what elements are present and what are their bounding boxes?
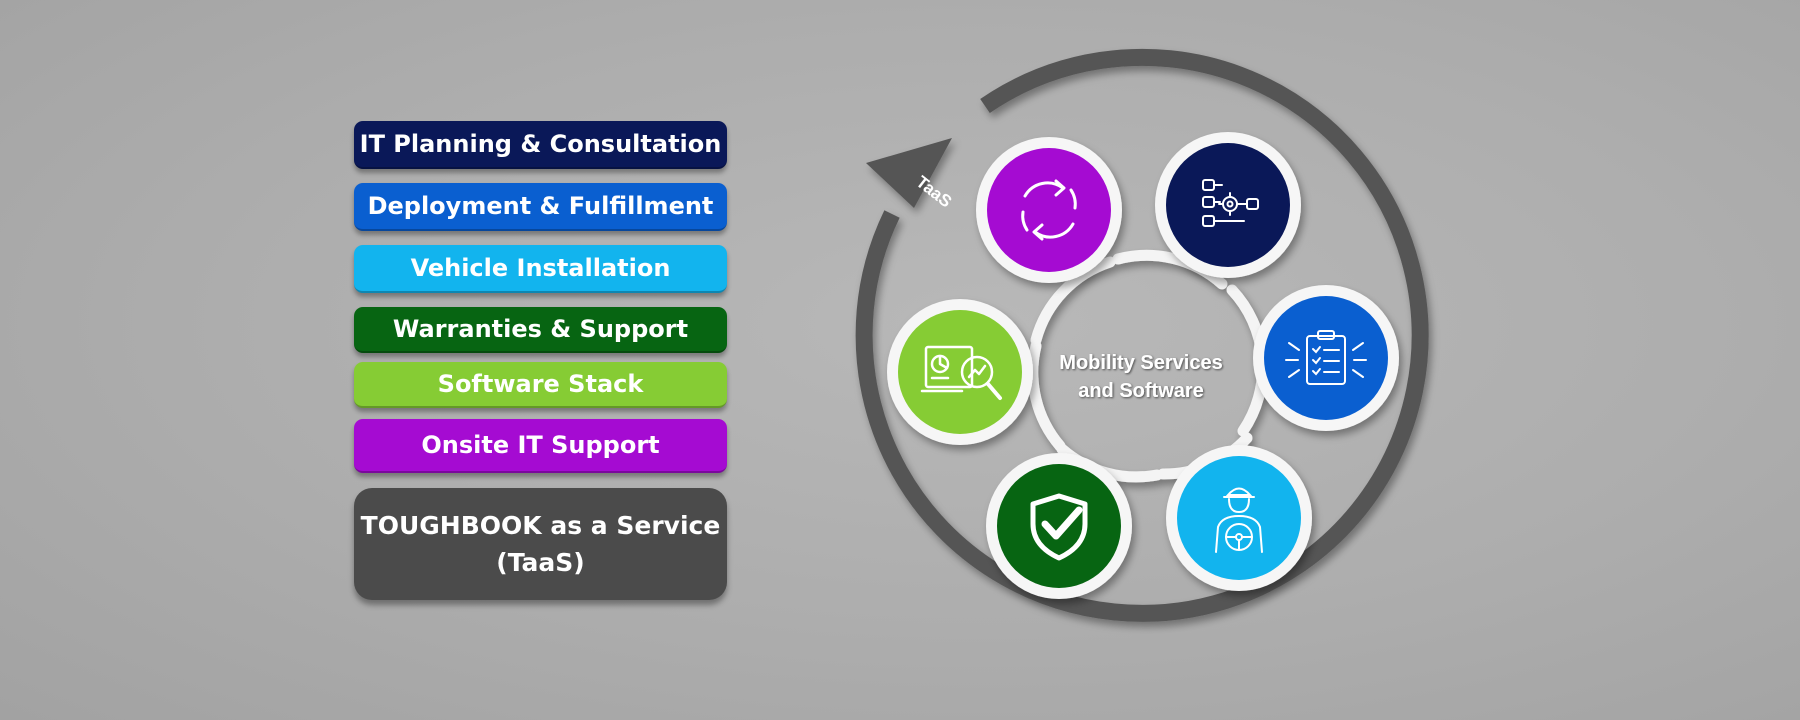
service-pill-label: Software Stack bbox=[437, 370, 644, 398]
service-pill-vehicle-installation: Vehicle Installation bbox=[354, 245, 727, 293]
taas-box: TOUGHBOOK as a Service (TaaS) bbox=[354, 488, 727, 600]
service-pill-label: Warranties & Support bbox=[392, 315, 689, 343]
process-gear-icon bbox=[1202, 179, 1259, 227]
service-pill-warranties: Warranties & Support bbox=[354, 307, 727, 353]
taas-line2: (TaaS) bbox=[496, 548, 585, 577]
center-line1: Mobility Services bbox=[1059, 352, 1222, 374]
it-planning-node bbox=[1155, 132, 1301, 278]
service-pill-label: Vehicle Installation bbox=[410, 254, 671, 282]
service-pill-label: IT Planning & Consultation bbox=[359, 130, 722, 158]
service-pill-onsite-support: Onsite IT Support bbox=[354, 419, 727, 473]
software-stack-node bbox=[887, 299, 1033, 445]
center-line2: and Software bbox=[1078, 380, 1204, 402]
refresh-cycle-icon bbox=[1021, 179, 1077, 241]
taas-line1: TOUGHBOOK as a Service bbox=[360, 511, 721, 540]
shield-check-icon bbox=[1030, 493, 1088, 561]
onsite-it-support-node bbox=[976, 137, 1122, 283]
outer-cycle-arrow bbox=[855, 48, 1429, 622]
driver-steering-wheel-icon bbox=[1215, 487, 1263, 553]
service-pill-deployment: Deployment & Fulfillment bbox=[354, 183, 727, 231]
outer-cycle-arrowhead bbox=[866, 138, 952, 208]
service-pill-it-planning: IT Planning & Consultation bbox=[354, 121, 727, 169]
deployment-node bbox=[1253, 285, 1399, 431]
service-pill-label: Onsite IT Support bbox=[421, 431, 660, 459]
service-pill-label: Deployment & Fulfillment bbox=[367, 192, 714, 220]
analytics-magnifier-icon bbox=[920, 345, 1002, 400]
vehicle-installation-node bbox=[1166, 445, 1312, 591]
arrow-label: TaaS bbox=[913, 172, 956, 211]
clipboard-checklist-icon bbox=[1285, 330, 1367, 385]
service-pill-software-stack: Software Stack bbox=[354, 362, 727, 408]
warranties-node bbox=[986, 453, 1132, 599]
